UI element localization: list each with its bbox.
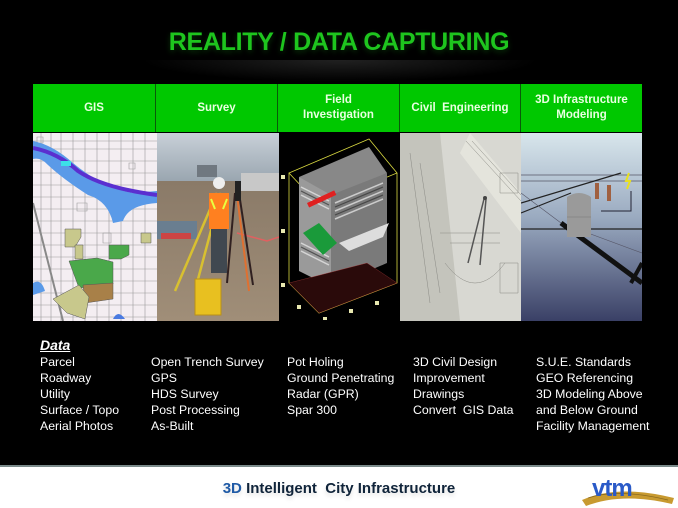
list-item: Convert GIS Data	[413, 403, 514, 417]
gpr-3d-cube-image	[279, 133, 400, 321]
header-label-line2: Modeling	[556, 109, 607, 121]
list-item: and Below Ground	[536, 403, 638, 417]
list-item: Roadway	[40, 371, 92, 385]
list-item: HDS Survey	[151, 387, 219, 401]
list-item: GEO Referencing	[536, 371, 634, 385]
list-item: 3D Modeling Above	[536, 387, 643, 401]
list-item: Open Trench Survey	[151, 355, 264, 369]
field-investigation-data-list: Pot Holing Ground Penetrating Radar (GPR…	[287, 354, 394, 418]
list-item: Ground Penetrating	[287, 371, 395, 385]
title-glow	[140, 60, 540, 82]
civil-engineering-data-list: 3D Civil Design Improvement Drawings Con…	[413, 354, 513, 418]
gis-parcel-map-image	[33, 133, 157, 321]
list-item: Parcel	[40, 355, 75, 369]
header-label: GIS	[84, 101, 104, 114]
image-row	[33, 133, 642, 321]
surveyor-photo-image	[157, 133, 279, 321]
header-civil-engineering[interactable]: Civil Engineering	[400, 84, 521, 132]
engineering-drawings-image	[400, 133, 521, 321]
header-label-line2: Investigation	[303, 109, 374, 121]
footer-accent: 3D	[222, 480, 242, 497]
list-item: Pot Holing	[287, 355, 344, 369]
header-gis[interactable]: GIS	[33, 84, 156, 132]
footer-banner: 3D Intelligent City Infrastructure vtm	[0, 465, 678, 508]
list-item: Drawings	[413, 387, 465, 401]
header-label: Civil Engineering	[411, 101, 509, 114]
list-item: Improvement	[413, 371, 485, 385]
list-item: S.U.E. Standards	[536, 355, 632, 369]
list-item: Radar (GPR)	[287, 387, 359, 401]
footer-tagline: 3D Intelligent City Infrastructure	[0, 480, 678, 497]
header-survey[interactable]: Survey	[156, 84, 278, 132]
header-label-line1: Field	[325, 94, 352, 106]
list-item: Post Processing	[151, 403, 240, 417]
list-item: As-Built	[151, 419, 194, 433]
gis-data-list: Parcel Roadway Utility Surface / Topo Ae…	[40, 354, 119, 434]
list-item: 3D Civil Design	[413, 355, 498, 369]
svg-text:vtm: vtm	[592, 475, 632, 502]
list-item: Spar 300	[287, 403, 337, 417]
3d-pipe-model-image	[521, 133, 642, 321]
list-item: Utility	[40, 387, 71, 401]
footer-text: Intelligent City Infrastructure	[241, 480, 456, 497]
survey-data-list: Open Trench Survey GPS HDS Survey Post P…	[151, 354, 264, 434]
data-heading: Data	[40, 337, 71, 353]
list-item: GPS	[151, 371, 177, 385]
list-item: Surface / Topo	[40, 403, 120, 417]
vtm-logo-icon: vtm	[578, 470, 678, 508]
3d-modeling-data-list: S.U.E. Standards GEO Referencing 3D Mode…	[536, 354, 649, 434]
list-item: Aerial Photos	[40, 419, 114, 433]
header-label: Survey	[197, 101, 236, 114]
header-label-line1: 3D Infrastructure	[535, 94, 628, 106]
list-item: Facility Management	[536, 419, 650, 433]
slide-title: REALITY / DATA CAPTURING	[168, 28, 510, 56]
